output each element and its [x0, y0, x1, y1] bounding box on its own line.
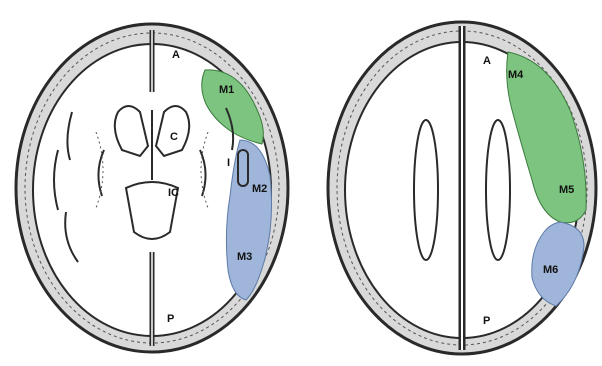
left-label-caudate: C — [170, 131, 178, 143]
right-label-posterior: P — [483, 315, 490, 327]
right-label-m4: M4 — [508, 69, 524, 81]
left-label-posterior: P — [167, 313, 174, 325]
right-slice: A P M4 M5 M6 — [328, 22, 596, 354]
left-label-m1: M1 — [219, 84, 234, 96]
left-label-anterior: A — [172, 49, 180, 61]
left-label-m2: M2 — [252, 183, 267, 195]
right-label-m5: M5 — [559, 184, 574, 196]
left-slice: A P C IC I M1 M2 M3 — [16, 24, 288, 352]
right-label-anterior: A — [483, 55, 491, 67]
left-label-insula: I — [227, 157, 230, 169]
left-label-internal-capsule: IC — [168, 187, 179, 199]
left-label-m3: M3 — [237, 251, 252, 263]
right-label-m6: M6 — [543, 264, 558, 276]
